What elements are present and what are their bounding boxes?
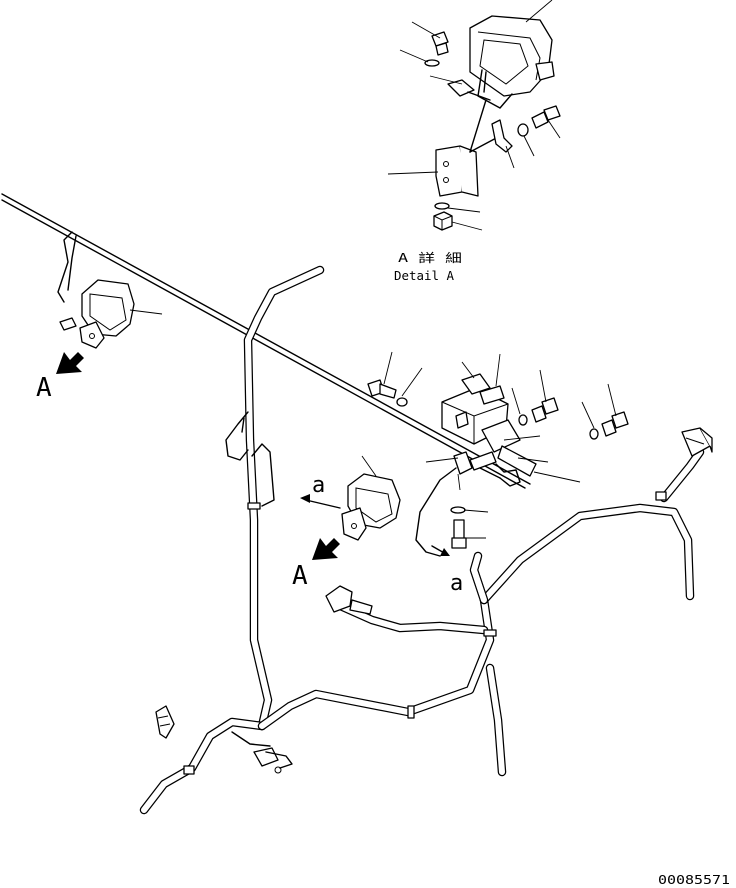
detail-lamp (469, 15, 555, 109)
detail-title-jp: A 詳 細 (398, 250, 462, 265)
connector-cluster-bottom (231, 731, 293, 774)
detail-connector (447, 79, 491, 101)
cluster-washer-lower (450, 506, 466, 514)
upper-lamp-bracket (59, 317, 105, 349)
connector-middle-left (325, 585, 373, 615)
view-label-a-upper: A (36, 373, 52, 403)
cluster-wire (415, 467, 457, 557)
detail-bolt-right (531, 105, 561, 129)
detail-nut (433, 211, 453, 231)
detail-washer-bottom (434, 202, 450, 210)
cluster-bolt-left (367, 379, 397, 399)
cluster-washer-mid (518, 414, 528, 426)
upper-lamp-wire (57, 231, 73, 303)
cluster-washer-right (589, 428, 599, 440)
detail-title-en: Detail A (394, 269, 455, 283)
detail-clip (491, 119, 513, 153)
conn-arrow-upper (300, 494, 341, 509)
center-lamp-bracket (341, 507, 367, 541)
harness-side-branch (251, 443, 275, 507)
harness-left-loop (225, 411, 249, 461)
detail-bolt-top (431, 31, 449, 56)
conn-arrow-lower (431, 545, 450, 556)
drawing-number: 00085571 (658, 873, 730, 887)
cluster-bolt-right (601, 411, 629, 437)
center-lamp-assembly: a A (292, 455, 401, 591)
harness-clamps (183, 491, 667, 775)
cluster-plate (481, 419, 537, 487)
connector-upper-right (681, 427, 713, 457)
conn-label-a-upper: a (312, 473, 325, 498)
harness-right-trunk (479, 503, 695, 605)
connector-bottom-left (155, 705, 175, 739)
view-arrow-upper (56, 352, 84, 374)
upper-left-lamp-assembly: A (36, 231, 163, 403)
cluster-washer-left (396, 397, 408, 407)
cluster-bolt-lower (451, 519, 467, 549)
cluster-leader-lines (383, 351, 617, 539)
detail-washer-top (424, 59, 440, 67)
detail-washer-right (517, 123, 529, 137)
rail-clamp (453, 451, 497, 475)
detail-leader-lines (387, 0, 561, 231)
view-label-a-lower: A (292, 561, 308, 591)
conn-label-a-lower: a (450, 571, 463, 596)
cluster-bolt-mid (531, 397, 559, 423)
right-component-cluster: a (367, 351, 629, 596)
view-arrow-lower (312, 538, 340, 560)
frame-rail (1, 193, 531, 489)
detail-bracket (435, 99, 501, 197)
detail-a-assembly: A 詳 細 Detail A (387, 0, 561, 283)
main-harness (139, 265, 705, 815)
